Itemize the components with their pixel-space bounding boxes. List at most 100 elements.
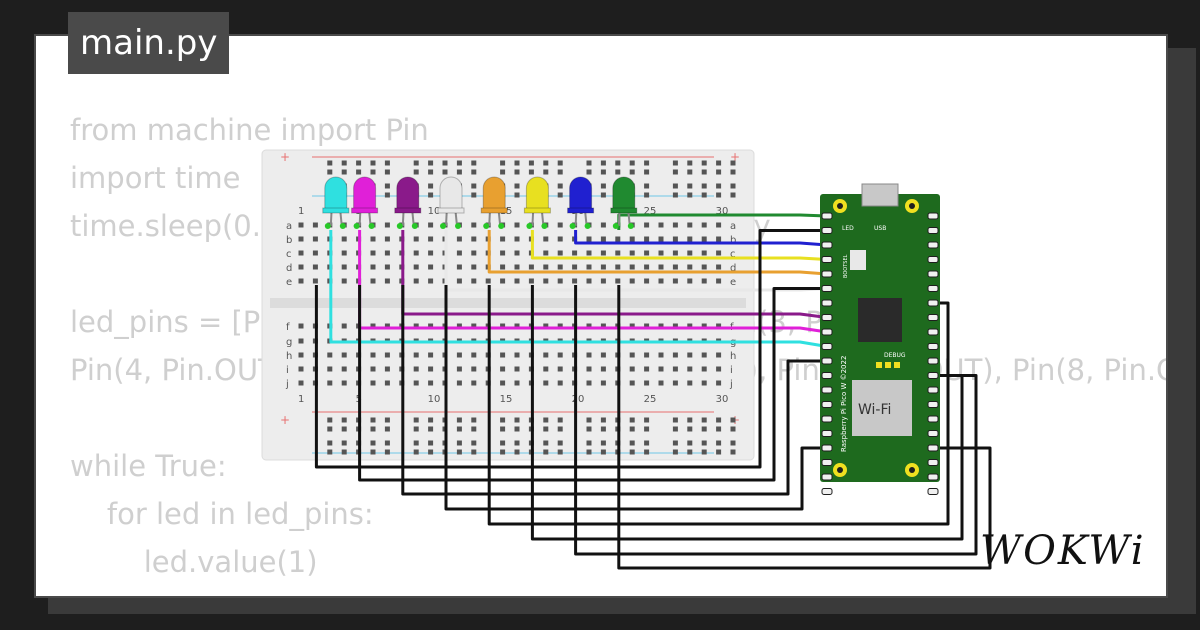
led-orange[interactable] xyxy=(480,176,508,229)
breadboard-hole xyxy=(586,250,592,256)
led-yellow[interactable] xyxy=(523,176,551,229)
rail-hole xyxy=(428,160,434,166)
column-label: 20 xyxy=(572,394,585,405)
rail-hole xyxy=(672,449,678,455)
column-label: 1 xyxy=(298,394,304,405)
column-label: 25 xyxy=(644,206,657,217)
breadboard-hole xyxy=(716,366,722,372)
breadboard-hole xyxy=(428,222,434,228)
bootsel-button[interactable] xyxy=(850,250,866,270)
breadboard-hole xyxy=(413,366,419,372)
rail-hole xyxy=(687,183,693,189)
breadboard-hole xyxy=(658,222,664,228)
rail-hole xyxy=(500,449,506,455)
rail-hole xyxy=(471,440,477,446)
breadboard-hole xyxy=(456,323,462,329)
led-pin-marker xyxy=(368,223,375,229)
led-white[interactable] xyxy=(437,176,465,229)
rail-hole xyxy=(586,440,592,446)
breadboard-hole xyxy=(500,366,506,372)
breadboard-hole xyxy=(298,366,304,372)
file-tab[interactable]: main.py xyxy=(68,12,230,74)
rail-hole xyxy=(644,160,650,166)
rail-hole xyxy=(701,417,707,423)
code-line: import time xyxy=(70,161,241,195)
pico-pin-right xyxy=(927,473,939,481)
rail-hole xyxy=(716,183,722,189)
breadboard-hole xyxy=(557,264,563,270)
rail-hole xyxy=(600,169,606,175)
pico-pin-left xyxy=(821,473,833,481)
rail-hole xyxy=(514,440,520,446)
breadboard-hole xyxy=(644,380,650,386)
rail-hole xyxy=(428,426,434,432)
breadboard-hole xyxy=(471,352,477,358)
row-label: i xyxy=(286,365,289,376)
led-pin-marker xyxy=(440,223,446,229)
pico-pin-right xyxy=(927,212,939,220)
led-green[interactable] xyxy=(610,176,638,229)
breadboard-hole xyxy=(514,236,520,242)
breadboard-hole xyxy=(514,352,520,358)
wire-anode xyxy=(401,230,828,319)
breadboard-hole xyxy=(716,380,722,386)
rail-hole xyxy=(644,426,650,432)
breadboard-hole xyxy=(629,352,635,358)
breadboard-hole xyxy=(370,366,376,372)
wire-ground xyxy=(617,285,992,570)
row-label: h xyxy=(730,351,736,362)
breadboard-hole xyxy=(312,264,318,270)
rail-hole xyxy=(471,449,477,455)
wifi-module xyxy=(852,380,912,436)
rail-hole xyxy=(687,417,693,423)
row-label: b xyxy=(286,235,292,246)
rail-hole xyxy=(428,192,434,198)
rail-hole xyxy=(600,440,606,446)
breadboard-hole xyxy=(672,222,678,228)
led-magenta[interactable] xyxy=(351,176,379,229)
breadboard-hole xyxy=(672,236,678,242)
rail-hole xyxy=(356,160,362,166)
breadboard-hole xyxy=(600,380,606,386)
breadboard-hole xyxy=(298,338,304,344)
led-pin-marker xyxy=(569,223,576,229)
led-body xyxy=(439,176,463,213)
led-body xyxy=(612,176,636,213)
rail-plus-top-right: + xyxy=(730,150,740,164)
row-label: d xyxy=(730,263,736,274)
pico-pin-left xyxy=(821,241,833,249)
led-rim xyxy=(394,207,422,214)
led-cyan[interactable] xyxy=(322,176,350,229)
breadboard-hole xyxy=(543,250,549,256)
debug-pin xyxy=(876,362,882,368)
breadboard-hole xyxy=(298,264,304,270)
breadboard-hole xyxy=(413,323,419,329)
breadboard-hole xyxy=(312,250,318,256)
rail-hole xyxy=(672,192,678,198)
rail-hole xyxy=(514,160,520,166)
breadboard-hole xyxy=(629,236,635,242)
breadboard-hole xyxy=(428,250,434,256)
breadboard-hole xyxy=(687,236,693,242)
breadboard-hole xyxy=(500,250,506,256)
led-purple[interactable] xyxy=(394,176,422,229)
breadboard-hole xyxy=(500,278,506,284)
breadboard-hole xyxy=(586,323,592,329)
breadboard-hole xyxy=(716,352,722,358)
breadboard-hole xyxy=(298,222,304,228)
rail-hole xyxy=(327,440,333,446)
breadboard-hole xyxy=(384,366,390,372)
rail-hole xyxy=(615,160,621,166)
wire-ground xyxy=(401,285,827,496)
led-pin-marker xyxy=(627,223,634,229)
debug-label: DEBUG xyxy=(884,352,906,359)
breadboard-hole xyxy=(557,236,563,242)
breadboard-hole xyxy=(543,380,549,386)
led-blue[interactable] xyxy=(567,176,595,229)
breadboard-hole xyxy=(341,366,347,372)
rail-hole xyxy=(586,449,592,455)
rail-hole xyxy=(716,417,722,423)
breadboard-hole xyxy=(298,323,304,329)
rail-plus-bottom: + xyxy=(280,413,290,427)
rail-hole xyxy=(600,183,606,189)
